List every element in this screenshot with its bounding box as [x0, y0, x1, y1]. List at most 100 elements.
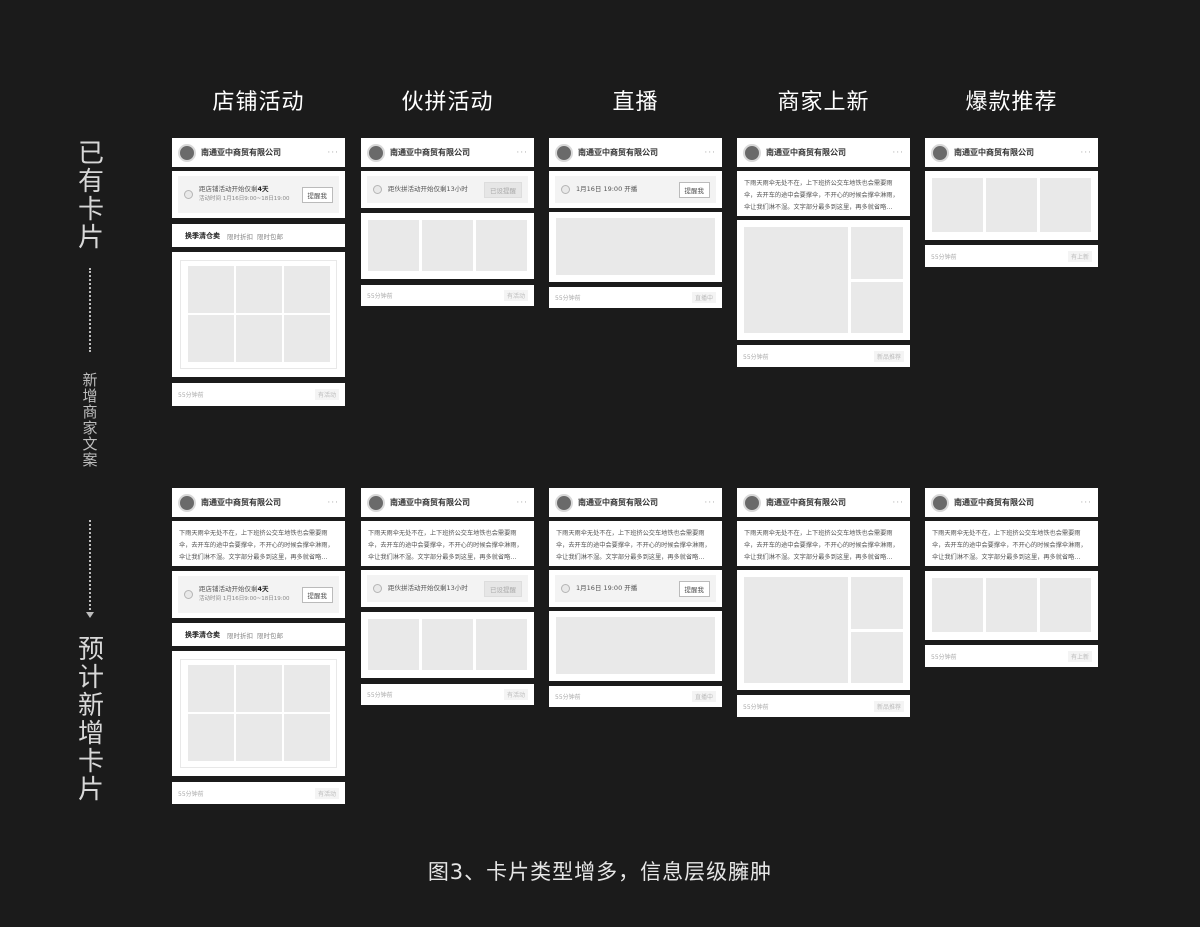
- shop-avatar[interactable]: [743, 143, 761, 162]
- product-image[interactable]: [932, 578, 983, 632]
- product-image[interactable]: [476, 220, 527, 271]
- more-icon[interactable]: ···: [516, 147, 528, 158]
- live-event-panel: 1月16日 19:00 开播 提醒我: [549, 171, 722, 208]
- more-icon[interactable]: ···: [892, 497, 904, 508]
- remind-button[interactable]: 提醒我: [301, 186, 333, 203]
- product-image[interactable]: [986, 178, 1037, 232]
- promo-strip[interactable]: 换季清仓卖限时折扣限时包邮: [172, 623, 345, 646]
- shop-avatar[interactable]: [178, 493, 196, 512]
- shop-avatar[interactable]: [367, 493, 385, 512]
- product-image[interactable]: [422, 619, 473, 670]
- remind-button[interactable]: 提醒我: [678, 181, 710, 198]
- product-image[interactable]: [744, 227, 848, 333]
- time-ago: 55分钟前: [178, 790, 204, 798]
- time-ago: 55分钟前: [555, 295, 581, 302]
- shop-name[interactable]: 南通亚中商贸有限公司: [201, 498, 281, 507]
- shop-name[interactable]: 南通亚中商贸有限公司: [390, 498, 470, 507]
- shop-avatar[interactable]: [555, 493, 573, 512]
- product-image[interactable]: [744, 577, 848, 683]
- remind-button[interactable]: 提醒我: [301, 586, 333, 603]
- shop-name[interactable]: 南通亚中商贸有限公司: [766, 498, 846, 507]
- product-image[interactable]: [236, 266, 282, 313]
- merchant-description: 下雨天雨伞无处不在，上下班挤公交车地铁也会需要雨伞，去开车的途中会要撑伞，不开心…: [549, 521, 722, 566]
- card-header: 南通亚中商贸有限公司 ···: [549, 138, 722, 167]
- product-row-3: [925, 171, 1098, 240]
- product-image[interactable]: [188, 714, 234, 761]
- product-image[interactable]: [851, 282, 903, 333]
- reminder-set-button[interactable]: 已设提醒: [484, 580, 522, 597]
- shop-avatar[interactable]: [178, 143, 196, 162]
- product-image[interactable]: [422, 220, 473, 271]
- side-label-planned-cards: 预计新增卡片: [77, 635, 104, 805]
- more-icon[interactable]: ···: [704, 497, 716, 508]
- promo-strip[interactable]: 换季清仓卖限时折扣限时包邮: [172, 224, 345, 247]
- figure-caption: 图3、卡片类型增多，信息层级臃肿: [427, 860, 773, 884]
- column-title-live: 直播: [612, 90, 659, 115]
- shop-name[interactable]: 南通亚中商贸有限公司: [954, 148, 1034, 157]
- store-event-panel: 距店铺活动开始仅剩4天 活动时间 1月16日9:00~18日19:00 提醒我: [172, 571, 345, 618]
- card-footer: 55分钟前 有活动: [172, 383, 345, 406]
- shop-avatar[interactable]: [931, 143, 949, 162]
- product-image[interactable]: [188, 665, 234, 712]
- more-icon[interactable]: ···: [327, 497, 339, 508]
- time-ago: 55分钟前: [555, 694, 581, 701]
- more-icon[interactable]: ···: [892, 147, 904, 158]
- status-badge: 有上新: [1067, 650, 1092, 662]
- more-icon[interactable]: ···: [704, 147, 716, 158]
- more-icon[interactable]: ···: [516, 497, 528, 508]
- time-ago: 55分钟前: [931, 253, 957, 261]
- product-image[interactable]: [236, 315, 282, 362]
- product-image[interactable]: [476, 619, 527, 670]
- status-badge: 有活动: [503, 290, 528, 301]
- product-image[interactable]: [1040, 578, 1091, 632]
- product-image[interactable]: [851, 577, 903, 629]
- more-icon[interactable]: ···: [327, 147, 339, 158]
- shop-avatar[interactable]: [367, 143, 385, 162]
- remind-button[interactable]: 提醒我: [678, 580, 710, 597]
- product-image[interactable]: [284, 315, 330, 362]
- shop-name[interactable]: 南通亚中商贸有限公司: [578, 148, 658, 157]
- product-image[interactable]: [236, 714, 282, 761]
- shop-avatar[interactable]: [743, 493, 761, 512]
- more-icon[interactable]: ···: [1080, 497, 1092, 508]
- product-image[interactable]: [932, 178, 983, 232]
- card-footer: 55分钟前 有上新: [925, 645, 1098, 667]
- status-badge: 有活动: [503, 689, 528, 700]
- product-image[interactable]: [851, 227, 903, 279]
- product-image[interactable]: [368, 220, 419, 271]
- product-image[interactable]: [236, 665, 282, 712]
- shop-name[interactable]: 南通亚中商贸有限公司: [954, 498, 1034, 507]
- product-image[interactable]: [851, 632, 903, 683]
- live-time-text: 1月16日 19:00 开播: [576, 185, 638, 193]
- merchant-description: 下雨天雨伞无处不在，上下班挤公交车地铁也会需要雨伞，去开车的途中会要撑伞，不开心…: [737, 521, 910, 566]
- product-image[interactable]: [188, 315, 234, 362]
- shop-name[interactable]: 南通亚中商贸有限公司: [390, 148, 470, 157]
- product-image[interactable]: [986, 578, 1037, 632]
- product-image[interactable]: [284, 266, 330, 313]
- store-event-text: 距店铺活动开始仅剩4天 活动时间 1月16日9:00~18日19:00: [199, 585, 290, 602]
- dotted-connector-bottom: [89, 520, 91, 610]
- reminder-set-button[interactable]: 已设提醒: [484, 181, 522, 198]
- column-title-hot-picks: 爆款推荐: [965, 90, 1058, 115]
- card-header: 南通亚中商贸有限公司 ···: [549, 488, 722, 517]
- live-cover-image[interactable]: [556, 617, 715, 674]
- shop-avatar[interactable]: [931, 493, 949, 512]
- more-icon[interactable]: ···: [1080, 147, 1092, 158]
- product-image[interactable]: [188, 266, 234, 313]
- live-cover: [549, 212, 722, 282]
- card-header: 南通亚中商贸有限公司 ···: [737, 138, 910, 167]
- product-collage: [737, 220, 910, 340]
- shop-name[interactable]: 南通亚中商贸有限公司: [578, 498, 658, 507]
- time-ago: 55分钟前: [367, 293, 393, 300]
- column-title-store-activity: 店铺活动: [212, 90, 305, 115]
- group-event-panel: 距伙拼活动开始仅剩13小时 已设提醒: [361, 171, 534, 208]
- shop-avatar[interactable]: [555, 143, 573, 162]
- product-image[interactable]: [284, 665, 330, 712]
- product-image[interactable]: [284, 714, 330, 761]
- live-cover-image[interactable]: [556, 218, 715, 275]
- product-image[interactable]: [1040, 178, 1091, 232]
- live-time-text: 1月16日 19:00 开播: [576, 584, 638, 592]
- shop-name[interactable]: 南通亚中商贸有限公司: [766, 148, 846, 157]
- shop-name[interactable]: 南通亚中商贸有限公司: [201, 148, 281, 157]
- product-image[interactable]: [368, 619, 419, 670]
